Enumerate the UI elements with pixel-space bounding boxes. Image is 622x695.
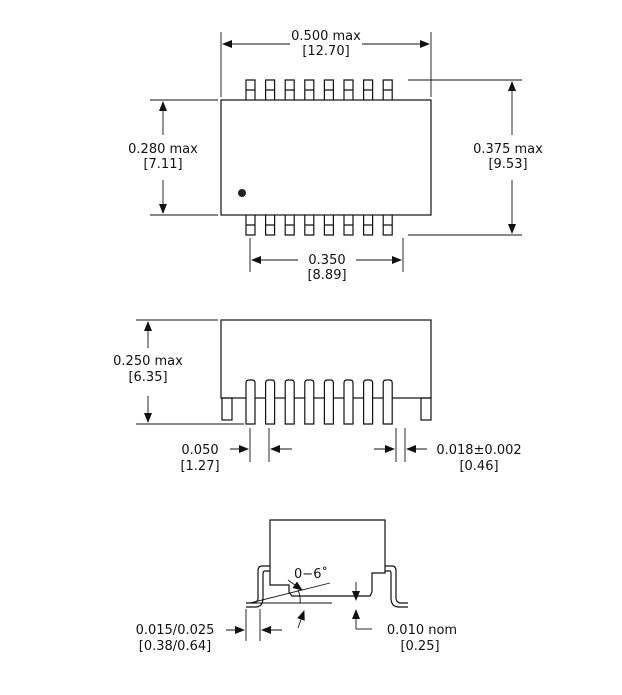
side-end-stub [420,397,432,421]
top-pin [382,79,393,100]
top-pin [245,79,256,100]
side-lead [382,379,393,425]
body-height-label: 0.280 max [128,142,198,157]
side-lead [284,379,295,425]
top-view-body [220,99,432,216]
height-max-mm-label: [6.35] [128,370,167,385]
end-view-body [269,519,386,597]
lead-width-label: 0.018±0.002 [436,443,521,458]
top-pin [284,79,295,100]
side-end-stub [221,397,233,421]
overall-height-label: 0.375 max [473,142,543,157]
bottom-pin [363,215,374,236]
angle-label: 0−6˚ [294,566,328,582]
height-max-label: 0.250 max [113,354,183,369]
side-lead [323,379,334,425]
bottom-pin [343,215,354,236]
end-view: 0−6˚ 0.015/0.025 [0.38/0.64] 0.010 nom [… [136,519,457,654]
body-height-mm-label: [7.11] [143,157,182,172]
lead-width-mm-label: [0.46] [459,459,498,474]
top-view-bottom-pins [245,215,393,236]
foot-length-label: 0.015/0.025 [136,623,215,638]
top-pin [265,79,276,100]
top-pin [304,79,315,100]
end-view-right-lead [385,565,408,604]
side-lead [304,379,315,425]
top-view: 0.500 max [12.70] 0.280 max [7.11] 0.375… [128,29,543,283]
side-view: 0.250 max [6.35] 0.050 [1.27] 0.018±0.00… [113,319,522,474]
pin1-marker [238,189,246,197]
side-lead [343,379,354,425]
bottom-pin [323,215,334,236]
width-max-mm-label: [12.70] [302,44,349,59]
overall-height-mm-label: [9.53] [488,157,527,172]
bottom-pin [265,215,276,236]
pitch-label: 0.050 [181,443,218,458]
side-lead [245,379,256,425]
bottom-pin [245,215,256,236]
bottom-pin [382,215,393,236]
lead-thickness-mm-label: [0.25] [400,639,439,654]
top-pin [343,79,354,100]
top-pin [323,79,334,100]
side-lead [265,379,276,425]
end-view-left-lead [246,565,270,604]
pitch-mm-label: [1.27] [180,459,219,474]
side-view-leads [221,379,432,425]
width-max-label: 0.500 max [291,29,361,44]
top-view-top-pins [245,79,393,100]
pin-span-label: 0.350 [308,253,345,268]
foot-length-mm-label: [0.38/0.64] [139,639,211,654]
bottom-pin [284,215,295,236]
side-lead [363,379,374,425]
lead-thickness-label: 0.010 nom [387,623,457,638]
top-pin [363,79,374,100]
bottom-pin [304,215,315,236]
pin-span-mm-label: [8.89] [307,268,346,283]
